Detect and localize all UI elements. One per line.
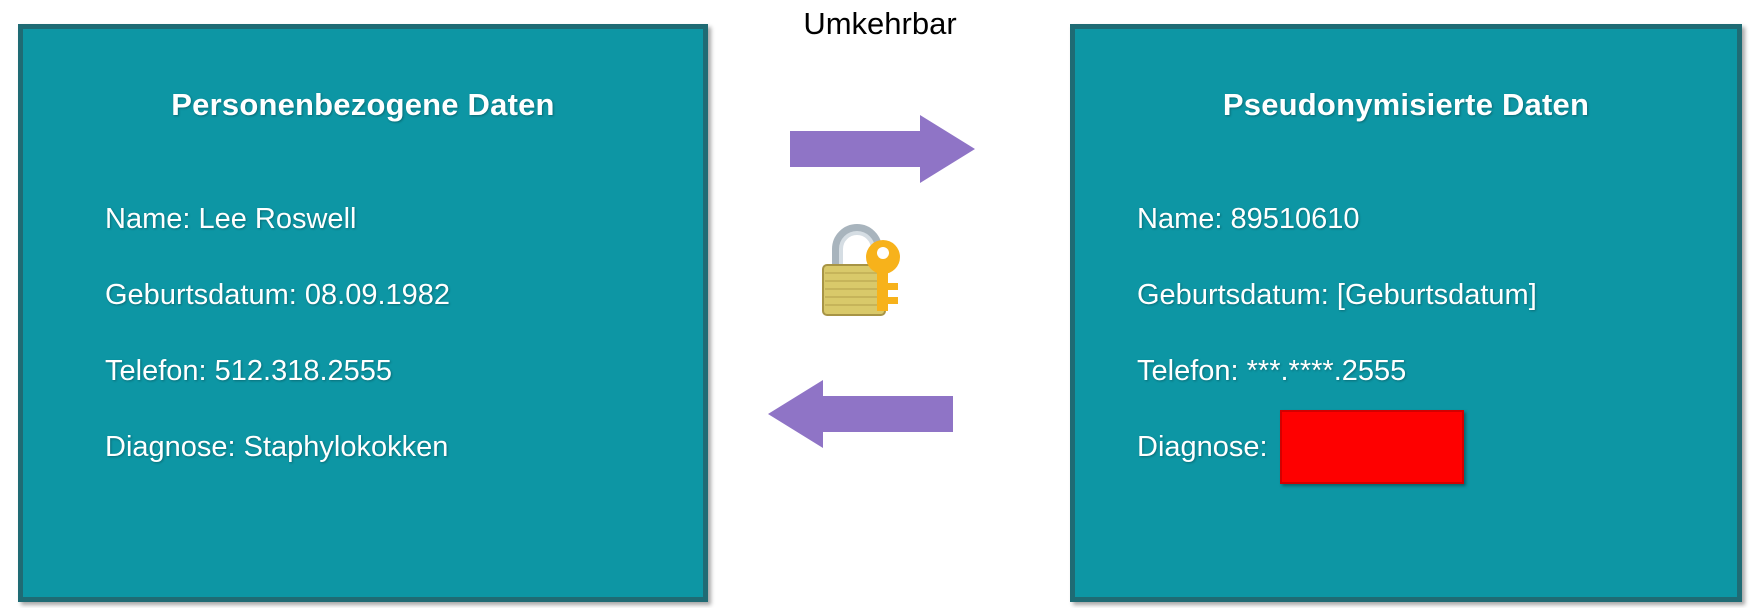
field-label-name: Name: <box>1137 202 1223 235</box>
field-label-phone: Telefon: <box>1137 354 1239 387</box>
pseudonymised-data-panel-title: Pseudonymisierte Daten <box>1222 87 1590 122</box>
arrow-right-icon <box>790 115 975 183</box>
field-row-phone: Telefon: 512.318.2555 <box>105 333 703 409</box>
pseudonymised-data-field-list: Name: 89510610 Geburtsdatum: [Geburtsdat… <box>1075 181 1737 485</box>
field-row-diagnosis: Diagnose: <box>1137 409 1737 485</box>
field-value-birthdate: [Geburtsdatum] <box>1328 278 1537 311</box>
field-value-diagnosis: Staphylokokken <box>235 430 449 463</box>
reversible-label: Umkehrbar <box>803 6 957 41</box>
field-value-birthdate: 08.09.1982 <box>296 278 451 311</box>
field-value-name: 89510610 <box>1222 202 1360 235</box>
field-label-diagnosis: Diagnose: <box>1137 430 1268 463</box>
arrow-left-icon <box>768 380 953 448</box>
field-row-name: Name: 89510610 <box>1137 181 1737 257</box>
field-label-birthdate: Geburtsdatum: <box>105 278 297 311</box>
field-value-phone: 512.318.2555 <box>206 354 393 387</box>
field-value-phone: ***.****.2555 <box>1238 354 1407 387</box>
field-label-birthdate: Geburtsdatum: <box>1137 278 1329 311</box>
padlock-with-key-icon <box>822 224 900 316</box>
field-row-birthdate: Geburtsdatum: [Geburtsdatum] <box>1137 257 1737 333</box>
field-label-diagnosis: Diagnose: <box>105 430 236 463</box>
personal-data-panel: Personenbezogene Daten Name: Lee Roswell… <box>18 24 708 602</box>
personal-data-field-list: Name: Lee Roswell Geburtsdatum: 08.09.19… <box>23 181 703 485</box>
field-label-name: Name: <box>105 202 191 235</box>
personal-data-panel-title: Personenbezogene Daten <box>171 87 555 122</box>
field-label-phone: Telefon: <box>105 354 207 387</box>
field-value-name: Lee Roswell <box>190 202 357 235</box>
field-row-diagnosis: Diagnose: Staphylokokken <box>105 409 703 485</box>
diagnosis-redaction-box <box>1279 410 1464 484</box>
pseudonymised-data-panel: Pseudonymisierte Daten Name: 89510610 Ge… <box>1070 24 1742 602</box>
field-row-name: Name: Lee Roswell <box>105 181 703 257</box>
field-row-phone: Telefon: ***.****.2555 <box>1137 333 1737 409</box>
field-row-birthdate: Geburtsdatum: 08.09.1982 <box>105 257 703 333</box>
